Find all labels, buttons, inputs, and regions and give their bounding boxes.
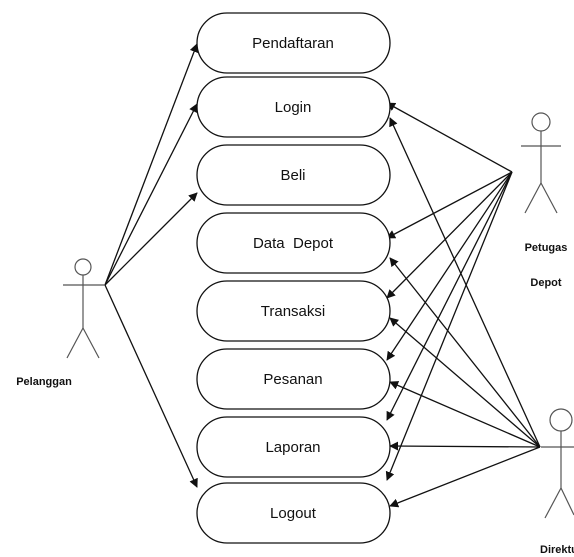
use-case-beli: Beli bbox=[196, 144, 391, 206]
stick-figure-icon bbox=[521, 112, 561, 214]
assoc-pelanggan-logout bbox=[104, 284, 198, 488]
use-case-pesanan: Pesanan bbox=[196, 348, 391, 410]
actor-label-direktur: Direktur bbox=[540, 544, 574, 556]
assoc-petugas-login bbox=[386, 102, 513, 173]
actor-label-depot: Depot bbox=[530, 277, 562, 289]
use-case-label: Beli bbox=[280, 167, 305, 184]
assoc-petugas-logout bbox=[385, 171, 513, 481]
use-case-label: Laporan bbox=[265, 439, 320, 456]
assoc-petugas-laporan bbox=[386, 171, 513, 421]
assoc-direktur-login bbox=[389, 117, 541, 448]
use-case-label: Login bbox=[275, 99, 312, 116]
stick-figure-icon bbox=[63, 258, 105, 359]
use-case-label: Logout bbox=[270, 505, 317, 522]
use-case-laporan: Laporan bbox=[196, 416, 391, 478]
assoc-pelanggan-pendaftaran bbox=[104, 43, 199, 286]
actor-pelanggan: Pelanggan bbox=[16, 258, 105, 388]
use-case-login: Login bbox=[196, 76, 391, 138]
assoc-petugas-data-depot bbox=[386, 171, 513, 239]
assoc-pelanggan-beli bbox=[104, 192, 198, 286]
assoc-petugas-transaksi bbox=[386, 171, 513, 299]
use-case-label: Transaksi bbox=[261, 303, 325, 320]
stick-figure-icon bbox=[541, 408, 574, 519]
assoc-direktur-laporan bbox=[389, 441, 541, 451]
assoc-direktur-pesanan bbox=[389, 381, 541, 448]
assoc-petugas-pesanan bbox=[386, 171, 513, 361]
actor-petugas-depot: Petugas Depot bbox=[521, 112, 568, 289]
use-case-label: Pendaftaran bbox=[252, 35, 334, 52]
use-case-logout: Logout bbox=[196, 482, 391, 544]
assoc-direktur-data-depot bbox=[389, 257, 541, 448]
assoc-direktur-logout bbox=[389, 446, 541, 508]
actor-label-petugas: Petugas bbox=[525, 242, 568, 254]
assoc-direktur-transaksi bbox=[389, 317, 541, 448]
petugas-associations bbox=[385, 102, 513, 481]
use-case-label: Pesanan bbox=[263, 371, 322, 388]
assoc-pelanggan-login bbox=[104, 103, 198, 286]
use-case-label: Data Depot bbox=[253, 235, 334, 252]
use-case-data-depot: Data Depot bbox=[196, 212, 391, 274]
pelanggan-associations bbox=[104, 43, 199, 488]
direktur-associations bbox=[389, 117, 541, 508]
actor-direktur: Direktur bbox=[540, 408, 574, 556]
use-case-transaksi: Transaksi bbox=[196, 280, 391, 342]
use-case-pendaftaran: Pendaftaran bbox=[196, 12, 391, 74]
actor-label-pelanggan: Pelanggan bbox=[16, 376, 72, 388]
